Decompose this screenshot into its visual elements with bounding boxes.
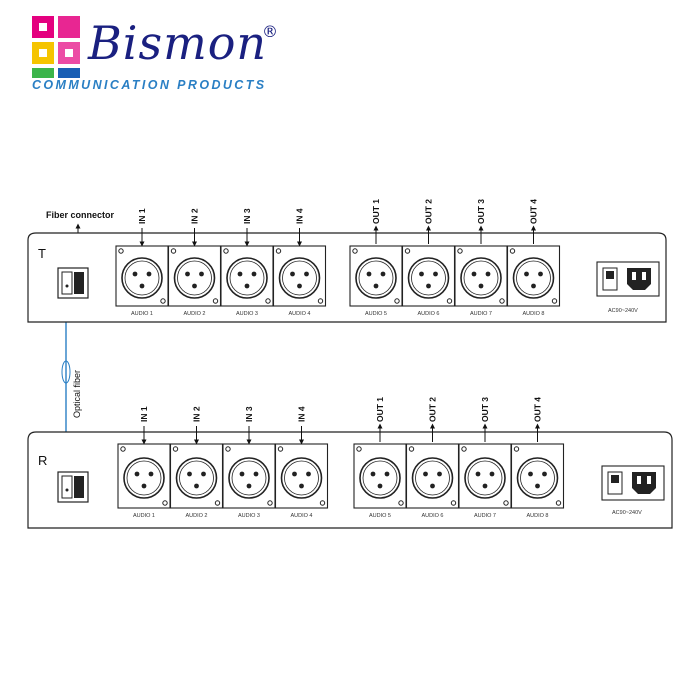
output-connector: AUDIO 5 OUT 1: [353, 397, 407, 519]
port-label: AUDIO 7: [470, 311, 492, 317]
port-label: AUDIO 6: [417, 311, 439, 317]
xlr-socket-icon: [359, 457, 401, 499]
port-label: AUDIO 4: [290, 513, 312, 519]
signal-label: OUT 2: [424, 199, 434, 224]
output-connector: AUDIO 6 OUT 2: [405, 397, 460, 519]
port-label: AUDIO 1: [131, 311, 153, 317]
power-label: AC90~240V: [612, 510, 642, 516]
xlr-socket-icon: [228, 457, 270, 499]
signal-label: OUT 2: [428, 397, 438, 422]
output-connector: AUDIO 7 OUT 3: [458, 397, 512, 519]
brand-name: Bismon: [88, 16, 268, 70]
xlr-socket-icon: [121, 257, 163, 299]
port-label: AUDIO 5: [365, 311, 387, 317]
registered-mark: ®: [262, 22, 278, 41]
port-label: AUDIO 2: [183, 311, 205, 317]
input-connector: AUDIO 4 IN 4: [272, 208, 327, 317]
port-label: AUDIO 4: [288, 311, 310, 317]
port-label: AUDIO 6: [421, 513, 443, 519]
signal-label: OUT 1: [375, 397, 385, 422]
input-connector: AUDIO 2 IN 2: [169, 406, 224, 519]
unit-label: T: [38, 246, 46, 261]
output-connector: AUDIO 5 OUT 1: [349, 199, 403, 317]
port-label: AUDIO 2: [185, 513, 207, 519]
port-label: AUDIO 8: [522, 311, 544, 317]
xlr-socket-icon: [173, 257, 216, 299]
unit-label: R: [38, 453, 47, 468]
xlr-socket-icon: [464, 457, 506, 499]
signal-label: OUT 1: [371, 199, 381, 224]
fiber-port-icon: [57, 471, 89, 503]
signal-label: IN 2: [192, 406, 202, 422]
input-connector: AUDIO 4 IN 4: [274, 406, 329, 519]
port-label: AUDIO 3: [236, 311, 258, 317]
xlr-socket-icon: [226, 257, 268, 299]
output-connector: AUDIO 8 OUT 4: [506, 199, 561, 317]
fiber-port-icon: [57, 267, 89, 299]
xlr-socket-icon: [278, 257, 321, 299]
power-socket-icon: [601, 465, 665, 501]
signal-label: OUT 3: [476, 199, 486, 224]
xlr-socket-icon: [407, 257, 450, 299]
signal-label: OUT 3: [480, 397, 490, 422]
signal-label: IN 4: [297, 406, 307, 422]
power-label: AC90~240V: [608, 308, 638, 314]
signal-label: OUT 4: [529, 199, 539, 224]
xlr-socket-icon: [355, 257, 397, 299]
output-connector: AUDIO 6 OUT 2: [401, 199, 456, 317]
signal-label: OUT 4: [533, 397, 543, 422]
power-socket-icon: [596, 261, 660, 297]
input-connector: AUDIO 3 IN 3: [222, 406, 276, 519]
port-label: AUDIO 3: [238, 513, 260, 519]
signal-label: IN 4: [295, 208, 305, 224]
output-connector: AUDIO 8 OUT 4: [510, 397, 565, 519]
xlr-socket-icon: [280, 457, 323, 499]
logo-mark-icon: [32, 16, 80, 78]
port-label: AUDIO 7: [474, 513, 496, 519]
xlr-socket-icon: [460, 257, 502, 299]
input-connector: AUDIO 1 IN 1: [115, 208, 169, 317]
xlr-socket-icon: [411, 457, 454, 499]
xlr-socket-icon: [512, 257, 555, 299]
output-connector: AUDIO 7 OUT 3: [454, 199, 508, 317]
signal-label: IN 1: [137, 208, 147, 224]
input-connector: AUDIO 3 IN 3: [220, 208, 274, 317]
optical-fiber-label: Optical fiber: [72, 370, 82, 418]
input-connector: AUDIO 1 IN 1: [117, 406, 171, 519]
fiber-coil-icon: [61, 360, 71, 384]
brand-logo: Bismon ® COMMUNICATION PRODUCTS: [0, 0, 300, 100]
brand-tagline: COMMUNICATION PRODUCTS: [32, 78, 267, 92]
xlr-socket-icon: [175, 457, 218, 499]
port-label: AUDIO 8: [526, 513, 548, 519]
input-connector: AUDIO 2 IN 2: [167, 208, 222, 317]
xlr-socket-icon: [516, 457, 559, 499]
port-label: AUDIO 5: [369, 513, 391, 519]
fiber-connector-label: Fiber connector: [46, 210, 115, 220]
signal-label: IN 1: [139, 406, 149, 422]
port-label: AUDIO 1: [133, 513, 155, 519]
signal-label: IN 2: [190, 208, 200, 224]
xlr-socket-icon: [123, 457, 165, 499]
signal-label: IN 3: [242, 208, 252, 224]
signal-label: IN 3: [244, 406, 254, 422]
